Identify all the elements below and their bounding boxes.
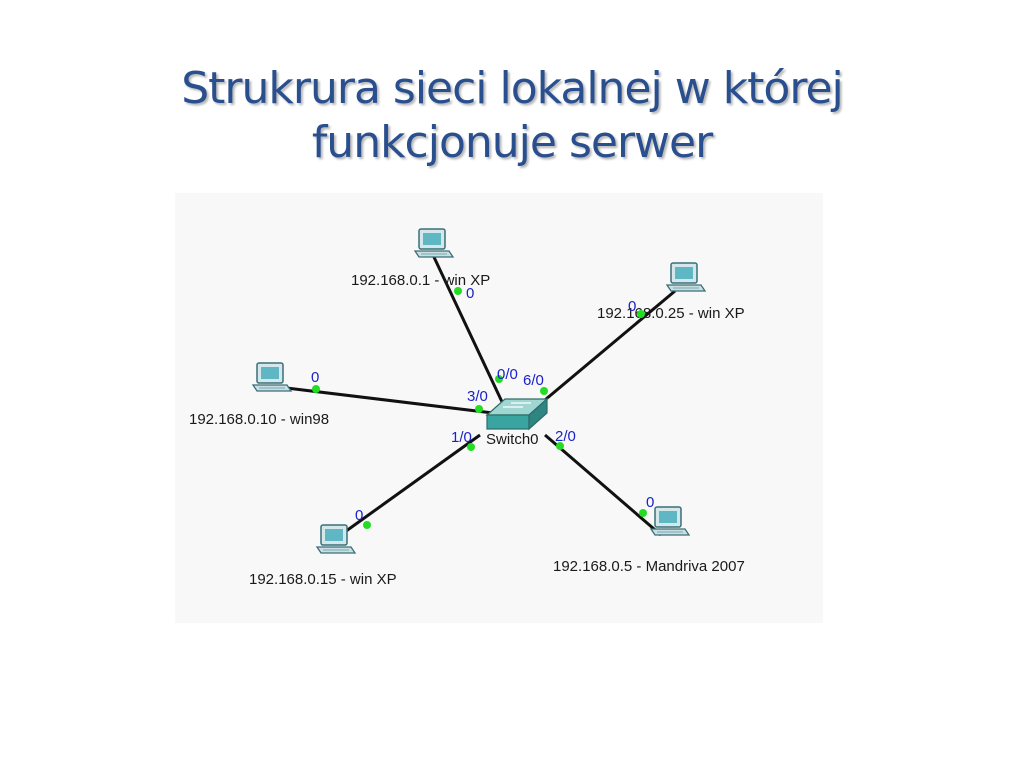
computer-icon <box>252 362 292 392</box>
port-label: 0 <box>646 494 654 511</box>
host-label: 192.168.0.25 - win XP <box>597 305 745 322</box>
port-label: 6/0 <box>523 372 544 389</box>
link-pc1 <box>431 254 513 422</box>
port-label: 2/0 <box>555 428 576 445</box>
port-dot <box>637 310 645 318</box>
port-label: 0 <box>355 507 363 524</box>
port-dots <box>312 287 647 529</box>
host-pc15[interactable]: 192.168.0.15 - win XP <box>249 524 397 588</box>
slide-title: Strukrura sieci lokalnej w której funkcj… <box>0 62 1024 170</box>
port-dot <box>312 385 320 393</box>
slide-title-line-2: funkcjonuje serwer <box>311 117 713 168</box>
port-dot <box>495 375 503 383</box>
port-dot <box>467 443 475 451</box>
port-dot <box>454 287 462 295</box>
link-pc25 <box>526 289 676 417</box>
host-pc25[interactable]: 192.168.0.25 - win XP <box>597 262 745 322</box>
link-pc5 <box>544 433 662 537</box>
port-label: 0 <box>311 369 319 386</box>
port-dot <box>363 521 371 529</box>
host-label: 192.168.0.1 - win XP <box>351 272 490 289</box>
computer-icon <box>666 262 706 292</box>
network-diagram-svg: Switch0 192.168.0.1 - win XP 192.168.0.2… <box>189 228 745 588</box>
port-dot <box>556 442 564 450</box>
port-dot <box>540 387 548 395</box>
host-pc1[interactable]: 192.168.0.1 - win XP <box>351 228 490 289</box>
host-label: 192.168.0.10 - win98 <box>189 411 329 428</box>
host-label: 192.168.0.15 - win XP <box>249 571 397 588</box>
link-pc15 <box>334 433 481 541</box>
switch-label: Switch0 <box>486 431 539 448</box>
slide-title-line-1: Strukrura sieci lokalnej w której <box>181 63 844 114</box>
port-label: 0 <box>628 298 636 315</box>
network-diagram: Switch0 192.168.0.1 - win XP 192.168.0.2… <box>175 193 823 623</box>
port-label: 1/0 <box>451 429 472 446</box>
port-dot <box>475 405 483 413</box>
port-dot <box>639 509 647 517</box>
computer-icon <box>650 506 690 536</box>
host-pc5[interactable]: 192.168.0.5 - Mandriva 2007 <box>553 506 745 575</box>
host-pc10[interactable]: 192.168.0.10 - win98 <box>189 362 329 428</box>
port-label: 0 <box>466 285 474 302</box>
computer-icon <box>414 228 454 258</box>
port-label: 0/0 <box>497 366 518 383</box>
port-label: 3/0 <box>467 388 488 405</box>
host-label: 192.168.0.5 - Mandriva 2007 <box>553 558 745 575</box>
switch0[interactable]: Switch0 <box>485 397 549 448</box>
switch-icon <box>485 397 549 431</box>
link-pc10 <box>269 384 494 415</box>
links <box>269 254 676 541</box>
port-labels: 0 0/0 0 6/0 0 3/0 0 1/0 0 2/0 <box>311 285 654 524</box>
